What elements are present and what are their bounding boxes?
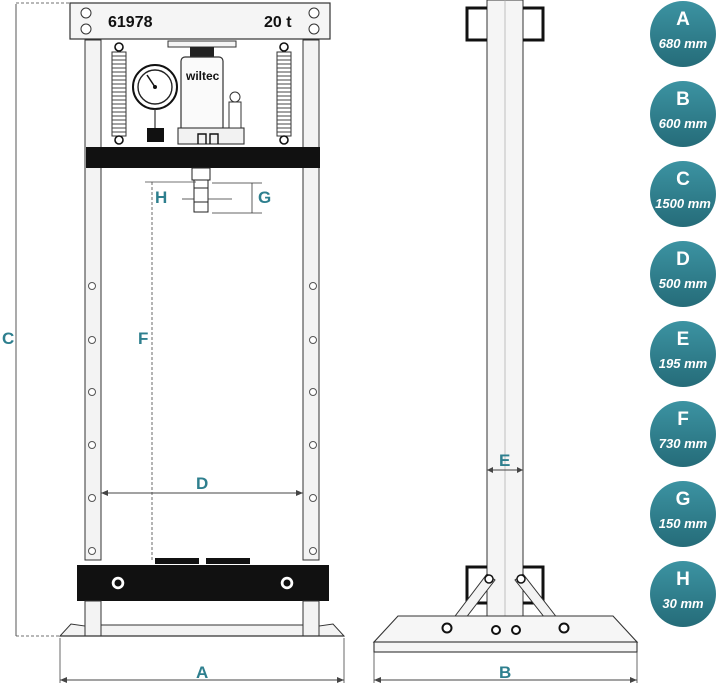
spec-value: 500 mm <box>659 276 708 291</box>
model-number: 61978 <box>108 14 153 31</box>
left-column <box>84 39 102 561</box>
spec-badge-a: A 680 mm <box>650 1 716 67</box>
capacity-label: 20 t <box>264 14 292 31</box>
spec-badge-g: G 150 mm <box>650 481 716 547</box>
spec-value: 680 mm <box>659 36 708 51</box>
spec-value: 730 mm <box>659 436 708 451</box>
spec-letter: G <box>676 489 691 510</box>
spec-badges: A 680 mm B 600 mm C 1500 mm D 500 mm E 1… <box>650 1 716 627</box>
dimension-a: A <box>59 638 345 683</box>
brand-label: wiltec <box>185 69 220 83</box>
side-view: E B <box>372 0 639 683</box>
dimension-b: B <box>373 652 638 683</box>
pressure-gauge <box>132 64 178 142</box>
dimension-d: D <box>101 474 303 496</box>
left-spring <box>111 42 127 145</box>
spec-badge-e: E 195 mm <box>650 321 716 387</box>
right-spring <box>276 42 292 145</box>
front-view: 61978 20 t <box>2 2 346 683</box>
spec-value: 195 mm <box>659 356 708 371</box>
label-f: F <box>138 329 148 348</box>
label-c: C <box>2 329 14 348</box>
label-g: G <box>258 188 271 207</box>
side-base <box>372 615 639 653</box>
spec-letter: C <box>676 169 690 190</box>
spec-letter: E <box>677 329 690 350</box>
right-column <box>302 39 320 561</box>
spec-badge-h: H 30 mm <box>650 561 716 627</box>
spec-letter: D <box>676 249 690 270</box>
spec-letter: A <box>676 9 690 30</box>
dimension-e: E <box>487 451 523 473</box>
label-h: H <box>155 188 167 207</box>
press-plate-left <box>155 558 199 564</box>
spec-badge-b: B 600 mm <box>650 81 716 147</box>
spec-badge-c: C 1500 mm <box>650 161 716 227</box>
label-b: B <box>499 663 511 682</box>
spec-letter: B <box>676 89 690 110</box>
spec-letter: H <box>676 569 690 590</box>
spec-value: 30 mm <box>662 596 704 611</box>
dimension-g: G <box>212 182 271 214</box>
upper-beam <box>86 147 320 168</box>
ram-piston <box>191 167 211 213</box>
spec-value: 600 mm <box>659 116 708 131</box>
bottle-jack: wiltec <box>167 40 245 145</box>
dimension-h: H <box>155 188 232 207</box>
spec-value: 150 mm <box>659 516 708 531</box>
spec-letter: F <box>677 409 689 430</box>
label-d: D <box>196 474 208 493</box>
press-plate-right <box>206 558 250 564</box>
spec-badge-f: F 730 mm <box>650 401 716 467</box>
lower-bed <box>77 565 329 601</box>
top-crossbeam: 61978 20 t <box>69 2 331 40</box>
base-feet <box>58 600 346 637</box>
label-e: E <box>499 451 510 470</box>
dimension-c: C <box>2 2 70 637</box>
spec-badge-d: D 500 mm <box>650 241 716 307</box>
dimension-f: F <box>138 181 196 560</box>
label-a: A <box>196 663 208 682</box>
spec-value: 1500 mm <box>655 196 711 211</box>
